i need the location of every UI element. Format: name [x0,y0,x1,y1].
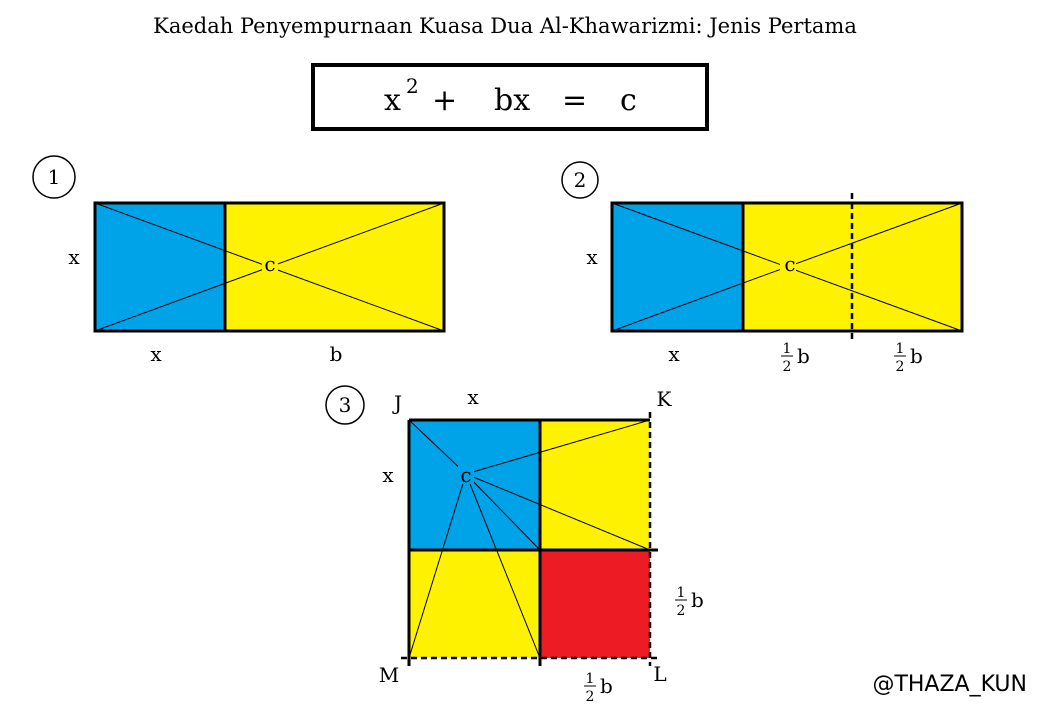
step3-yellow-bottom-left [409,550,540,658]
step2-number: 2 [574,168,587,192]
equation-equals: = [562,83,587,118]
author-credit: @THAZA_KUN [872,672,1027,697]
step3-dashed-edges [401,412,658,666]
equation-plus: + [432,83,457,118]
step3-corner-J: J [392,391,402,415]
step2-label-bg [780,254,796,274]
step2-circle [561,161,599,199]
step1-label-bg [262,254,278,274]
equation-bx: bx [494,83,530,118]
step2-outline [610,201,964,333]
step1-yellow-rect [225,203,444,331]
step3-half-b-side-num: 1 [677,585,686,601]
step3-label-bg [458,464,474,484]
step2-half-b-right-den: 2 [896,359,905,375]
step3-corner-M: M [379,663,399,687]
step2-half-b-right: 1 2 b [894,341,923,375]
step3-blue-square [409,420,540,550]
step2-half-b-left-den: 2 [783,359,792,375]
diagram-title: Kaedah Penyempurnaan Kuasa Dua Al-Khawar… [153,14,857,38]
step2-half-b-left-num: 1 [783,341,792,357]
step1-bottom-x-label: x [150,342,162,366]
step1-outline [93,201,446,333]
step2-bottom-x-label: x [668,342,680,366]
step3-circle [325,385,365,425]
step3-half-b-bottom-var: b [600,674,613,698]
step1-number: 1 [48,165,61,189]
step3-half-b-bottom-den: 2 [586,689,595,705]
step1-circle [32,155,76,199]
step3-red-square [540,550,650,658]
step2-side-label: x [586,245,598,269]
equation-box [311,63,709,131]
step2-blue-square [612,203,743,331]
step3-solid-edges [407,418,658,666]
step1-center-label: c [264,252,275,276]
step3-figure: 3 c J K L M x [325,385,704,705]
step3-corner-K: K [657,387,673,411]
step2-half-b-left: 1 2 b [781,341,810,375]
step3-half-b-bottom: 1 2 b [584,671,613,705]
step2-half-b-left-var: b [797,344,810,368]
step2-half-b-right-var: b [910,344,923,368]
step2-figure: 2 c x x 1 2 b 1 2 b [561,161,964,375]
equation-x: x [384,83,401,118]
step3-center-label: c [460,463,471,487]
step1-bottom-b-label: b [330,342,343,366]
step3-half-b-side-den: 2 [677,603,686,619]
step3-fan-lines [408,419,651,659]
step3-half-b-side: 1 2 b [675,585,704,619]
step3-half-b-bottom-num: 1 [586,671,595,687]
step1-side-label: x [68,245,80,269]
equation-exponent: 2 [406,74,419,98]
equation: x 2 + bx = c [384,74,637,118]
step2-center-label: c [784,252,795,276]
step3-number: 3 [339,393,352,417]
step3-half-b-side-var: b [691,588,704,612]
step3-top-x-label: x [467,385,479,409]
step3-side-x-label: x [382,463,394,487]
step2-half-b-right-num: 1 [896,341,905,357]
step3-corner-L: L [653,662,666,686]
equation-c: c [620,83,637,118]
step3-yellow-top-right [540,420,650,550]
step1-blue-square [95,203,225,331]
step1-figure: 1 c x x b [32,155,446,366]
